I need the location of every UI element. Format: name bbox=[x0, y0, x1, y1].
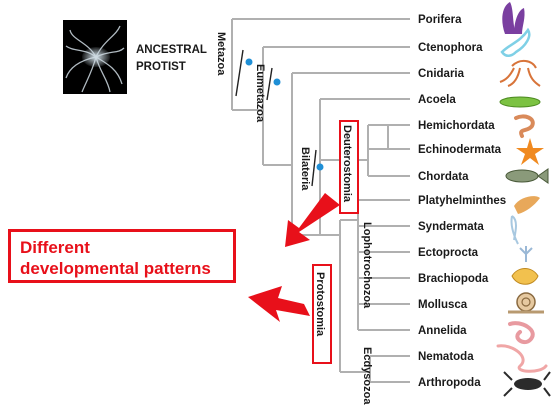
callout-line1: Different bbox=[20, 238, 90, 257]
ancestral-label-line2: PROTIST bbox=[136, 61, 186, 73]
sponge-icon bbox=[502, 2, 525, 34]
nematode-icon bbox=[496, 344, 548, 373]
arrow-to-callout-lower bbox=[248, 286, 310, 322]
callout-line2: developmental patterns bbox=[20, 259, 211, 278]
taxon-porifera: Porifera bbox=[418, 14, 462, 26]
acorn-worm-icon bbox=[514, 114, 535, 138]
rotifer-icon bbox=[510, 215, 519, 245]
bryozoan-icon bbox=[519, 246, 533, 262]
eumetazoa-node bbox=[273, 78, 281, 86]
taxon-syndermata: Syndermata bbox=[418, 221, 484, 233]
taxon-cnidaria: Cnidaria bbox=[418, 68, 465, 80]
arrow-to-callout-upper bbox=[285, 193, 340, 247]
bilateria-node bbox=[316, 163, 324, 171]
deuterostomia-label: Deuterostomia bbox=[341, 125, 353, 203]
comb-jelly-icon bbox=[500, 27, 531, 57]
taxa-labels: Porifera Ctenophora Cnidaria Acoela Hemi… bbox=[418, 14, 506, 389]
tree-branches bbox=[231, 18, 410, 383]
eumetazoa-label: Eumetazoa bbox=[254, 64, 266, 123]
jellyfish-icon bbox=[499, 60, 541, 87]
lobster-icon bbox=[503, 371, 551, 397]
taxon-annelida: Annelida bbox=[418, 325, 467, 337]
developmental-patterns-callout: Different developmental patterns bbox=[8, 229, 236, 283]
taxon-brachiopoda: Brachiopoda bbox=[418, 273, 489, 285]
brachiopod-icon bbox=[511, 268, 539, 285]
ancestral-protist-image bbox=[63, 20, 127, 94]
metazoa-node bbox=[245, 58, 253, 66]
metazoa-tick bbox=[235, 49, 244, 97]
bilateria-tick bbox=[311, 149, 317, 187]
protostomia-label: Protostomia bbox=[314, 272, 326, 337]
taxon-arthropoda: Arthropoda bbox=[418, 377, 481, 389]
taxon-hemichordata: Hemichordata bbox=[418, 120, 495, 132]
taxon-mollusca: Mollusca bbox=[418, 299, 468, 311]
taxon-ctenophora: Ctenophora bbox=[418, 42, 483, 54]
starfish-icon bbox=[516, 138, 544, 165]
taxon-platyhelminthes: Platyhelminthes bbox=[418, 195, 506, 207]
protostomia-box bbox=[312, 264, 332, 364]
snail-icon bbox=[508, 292, 544, 314]
taxon-echinodermata: Echinodermata bbox=[418, 144, 502, 156]
taxon-chordata: Chordata bbox=[418, 171, 469, 183]
flatworm-icon bbox=[514, 196, 540, 214]
eumetazoa-tick bbox=[266, 67, 273, 101]
fish-icon bbox=[505, 168, 549, 184]
taxon-acoela: Acoela bbox=[418, 94, 456, 106]
taxon-nematoda: Nematoda bbox=[418, 351, 474, 363]
flatworm-acoel-icon bbox=[499, 96, 541, 108]
ecdysozoa-label: Ecdysozoa bbox=[361, 347, 373, 405]
tree-nodes bbox=[245, 58, 324, 171]
annelid-worm-icon bbox=[508, 321, 535, 345]
red-arrows bbox=[248, 193, 340, 322]
lophotrochozoa-label: Lophotrochozoa bbox=[361, 222, 373, 309]
ancestral-label-line1: ANCESTRAL bbox=[136, 44, 207, 56]
taxon-ectoprocta: Ectoprocta bbox=[418, 247, 479, 259]
deuterostomia-box bbox=[339, 120, 359, 214]
metazoa-label: Metazoa bbox=[215, 32, 227, 76]
bilateria-label: Bilateria bbox=[299, 147, 311, 191]
organism-illustrations bbox=[496, 2, 551, 397]
